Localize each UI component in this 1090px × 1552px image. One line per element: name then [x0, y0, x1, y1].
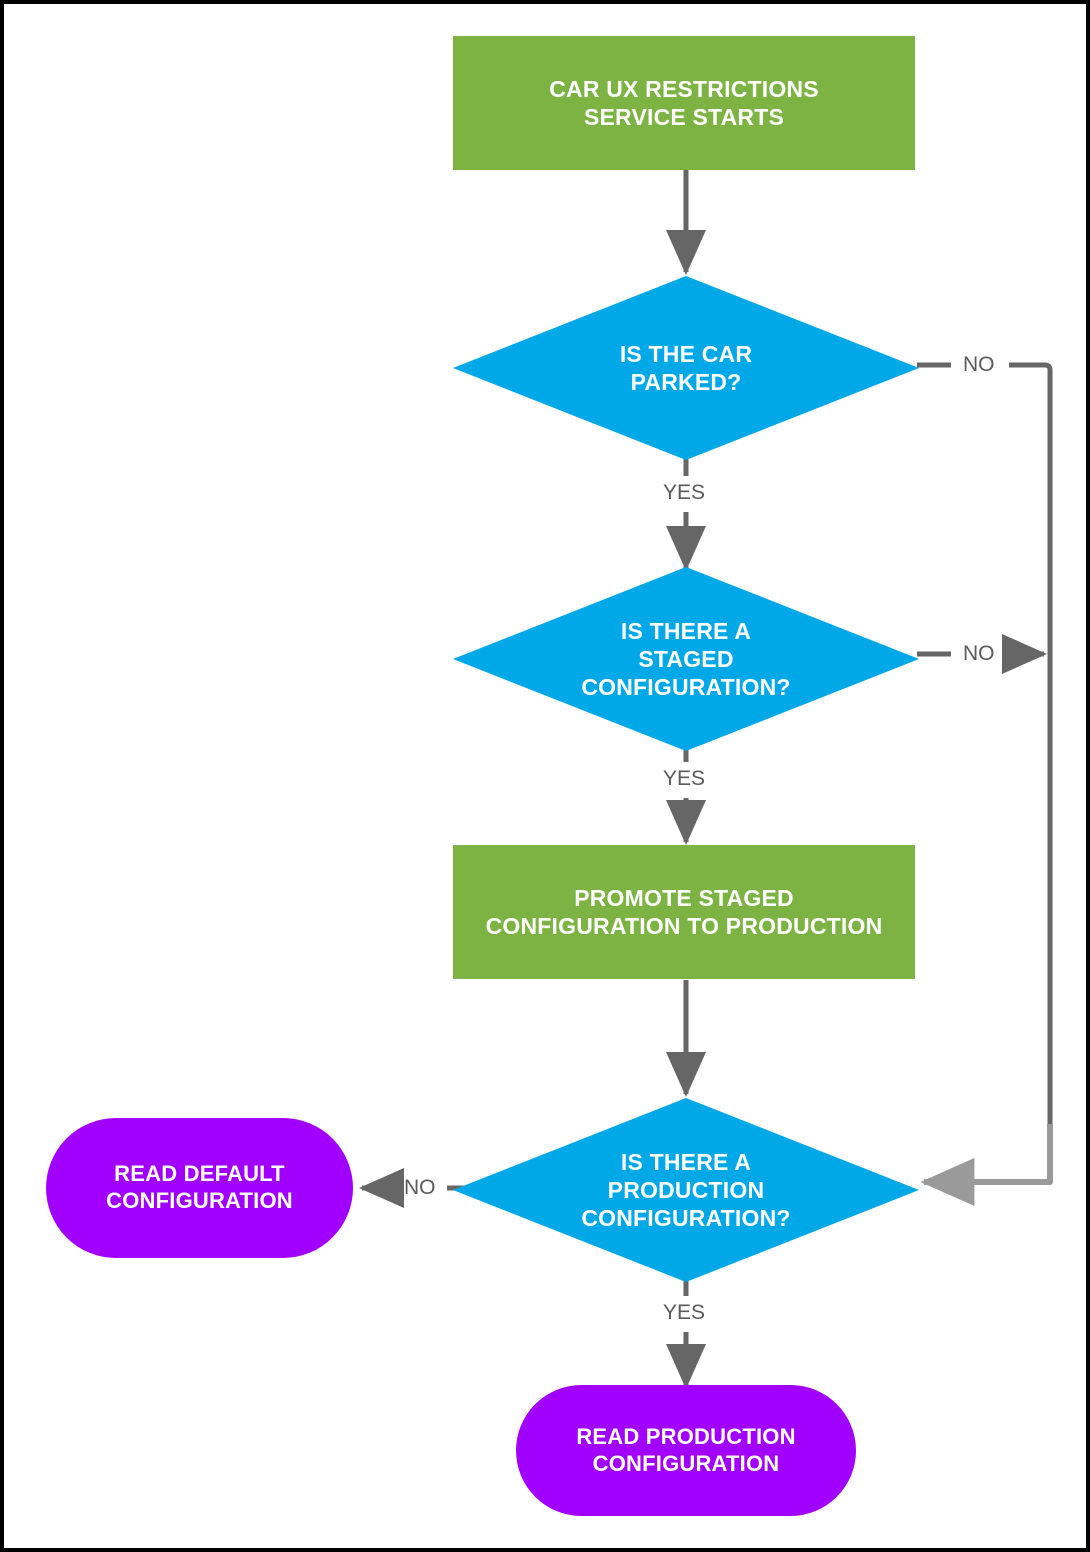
- node-label: IS THERE A PRODUCTION CONFIGURATION?: [581, 1148, 791, 1232]
- node-read-default-configuration[interactable]: READ DEFAULT CONFIGURATION: [46, 1118, 353, 1258]
- edge-label-production-yes: YES: [663, 1301, 706, 1324]
- node-label: CAR UX RESTRICTIONS SERVICE STARTS: [549, 75, 819, 130]
- node-label: READ PRODUCTION CONFIGURATION: [576, 1423, 796, 1476]
- node-is-there-a-production-configuration[interactable]: IS THERE A PRODUCTION CONFIGURATION?: [453, 1098, 919, 1282]
- edge-label-staged-no: NO: [963, 642, 995, 665]
- node-is-there-a-staged-configuration[interactable]: IS THERE A STAGED CONFIGURATION?: [453, 567, 919, 751]
- node-label: PROMOTE STAGED CONFIGURATION TO PRODUCTI…: [485, 884, 883, 939]
- node-read-production-configuration[interactable]: READ PRODUCTION CONFIGURATION: [516, 1385, 856, 1516]
- edge-label-parked-yes: YES: [663, 481, 706, 504]
- node-label: READ DEFAULT CONFIGURATION: [106, 1161, 293, 1213]
- node-is-the-car-parked[interactable]: IS THE CAR PARKED?: [453, 276, 919, 460]
- node-promote-staged-configuration-to-production[interactable]: PROMOTE STAGED CONFIGURATION TO PRODUCTI…: [453, 845, 915, 979]
- connector-layer: [358, 168, 1053, 1390]
- edge-label-parked-no: NO: [963, 353, 995, 376]
- node-label: IS THE CAR PARKED?: [619, 340, 753, 395]
- edge-label-staged-yes: YES: [663, 767, 706, 790]
- edge-parked-no-path: [1009, 362, 1053, 1180]
- edge-trunk-into-production: [920, 1124, 1053, 1206]
- node-label: IS THERE A STAGED CONFIGURATION?: [581, 617, 791, 701]
- edge-label-production-no: NO: [404, 1176, 436, 1199]
- flowchart-canvas: CAR UX RESTRICTIONS SERVICE STARTS IS TH…: [4, 4, 1086, 1548]
- node-car-ux-restrictions-service-starts[interactable]: CAR UX RESTRICTIONS SERVICE STARTS: [453, 36, 915, 170]
